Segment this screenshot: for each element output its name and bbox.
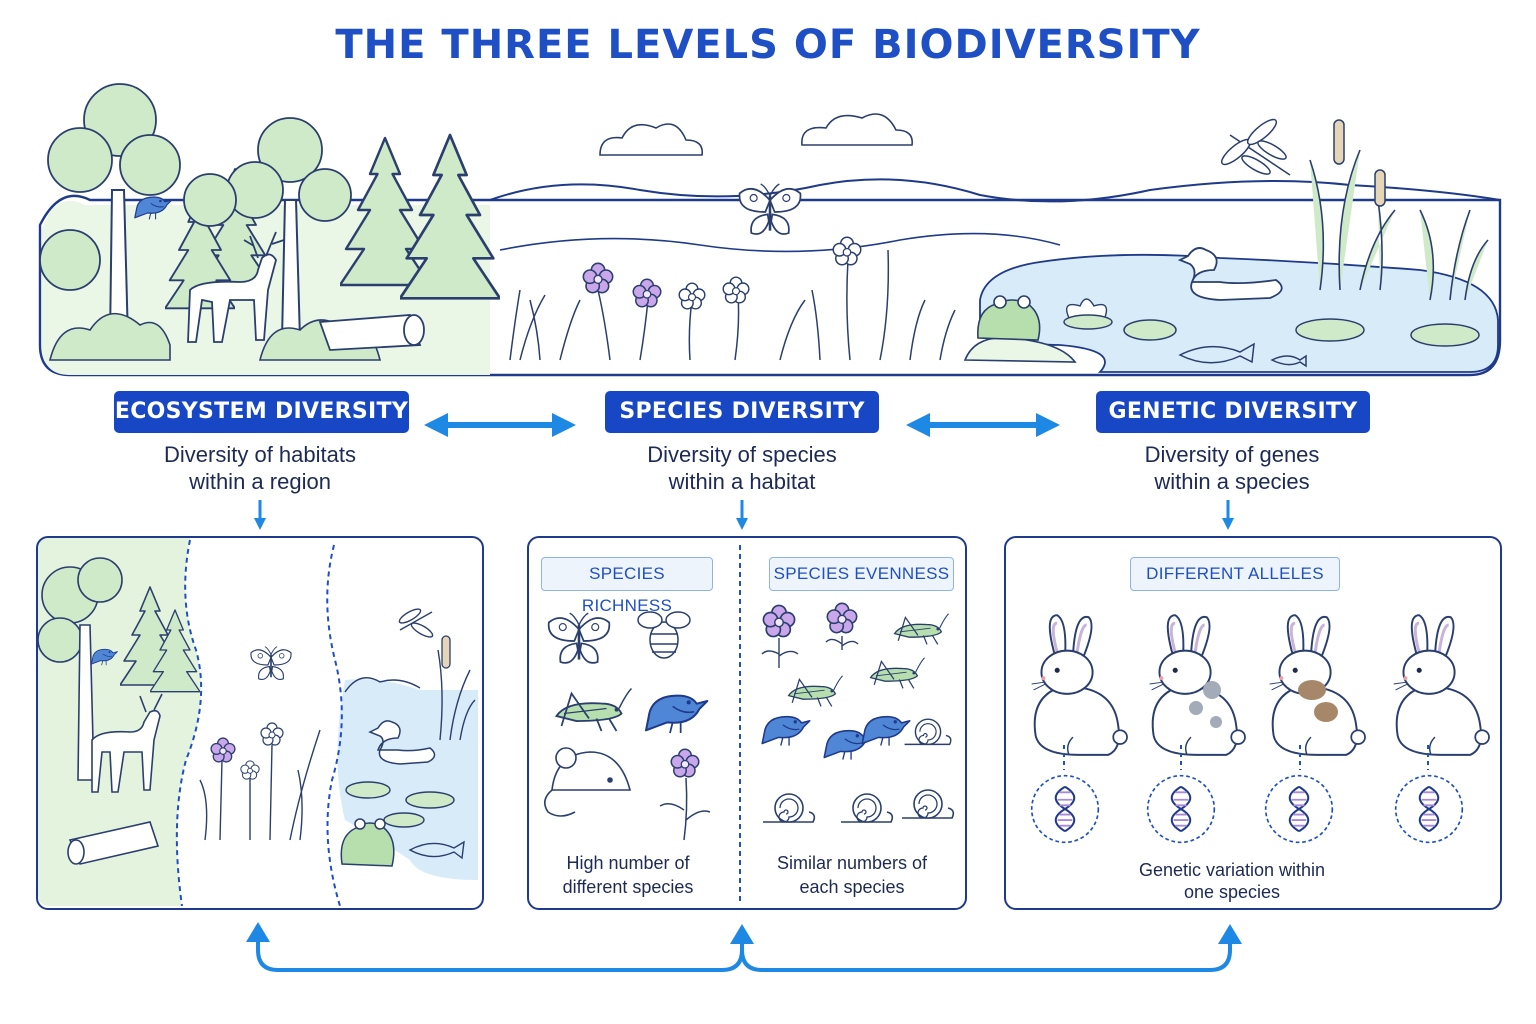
butterfly-icon [738, 182, 802, 236]
deer-icon [187, 231, 285, 343]
species-description: Diversity of species within a habitat [647, 442, 837, 494]
genetic-panel [1004, 536, 1502, 910]
panorama-scene [38, 83, 1502, 377]
species-panel [527, 536, 967, 910]
different-alleles-tag: DIFFERENT ALLELES [1130, 557, 1340, 591]
water-lily-icon [1063, 298, 1113, 330]
log-icon [318, 314, 425, 351]
species-evenness-caption: Similar numbers of each species [776, 853, 928, 897]
frog-icon [977, 295, 1041, 341]
species-diversity-label: SPECIES DIVERSITY [605, 391, 879, 433]
white-flower-icon [678, 282, 706, 310]
bottom-connector-arrows [256, 930, 1232, 972]
dragonfly-icon [1220, 118, 1291, 176]
duck-icon [1177, 247, 1283, 301]
ecosystem-panel [36, 536, 484, 910]
ecosystem-panel-art [37, 538, 478, 907]
ecosystem-diversity-label: ECOSYSTEM DIVERSITY [114, 391, 409, 433]
genetic-panel-art [1030, 613, 1490, 844]
species-richness-caption: High number of different species [562, 853, 694, 897]
page-title: THE THREE LEVELS OF BIODIVERSITY [335, 22, 1201, 68]
purple-flower-icon [582, 262, 614, 294]
mouse-icon [544, 747, 632, 817]
white-flower-icon [832, 236, 862, 266]
species-evenness-art [761, 602, 955, 823]
fish-icon [1178, 342, 1307, 368]
genetic-diversity-label: GENETIC DIVERSITY [1096, 391, 1370, 433]
species-evenness-tag: SPECIES EVENNESS [769, 557, 954, 591]
genetic-description: Diversity of genes within a species [1144, 442, 1320, 494]
white-flower-icon [722, 276, 750, 304]
lily-pad-icon [1123, 318, 1480, 347]
species-richness-art [544, 611, 711, 841]
ecosystem-description: Diversity of habitats within a region [164, 442, 356, 494]
species-richness-tag: SPECIES RICHNESS [541, 557, 713, 615]
purple-flower-icon [632, 278, 662, 308]
bee-icon [637, 611, 691, 659]
genetic-caption: Genetic variation within one species [1138, 860, 1326, 902]
